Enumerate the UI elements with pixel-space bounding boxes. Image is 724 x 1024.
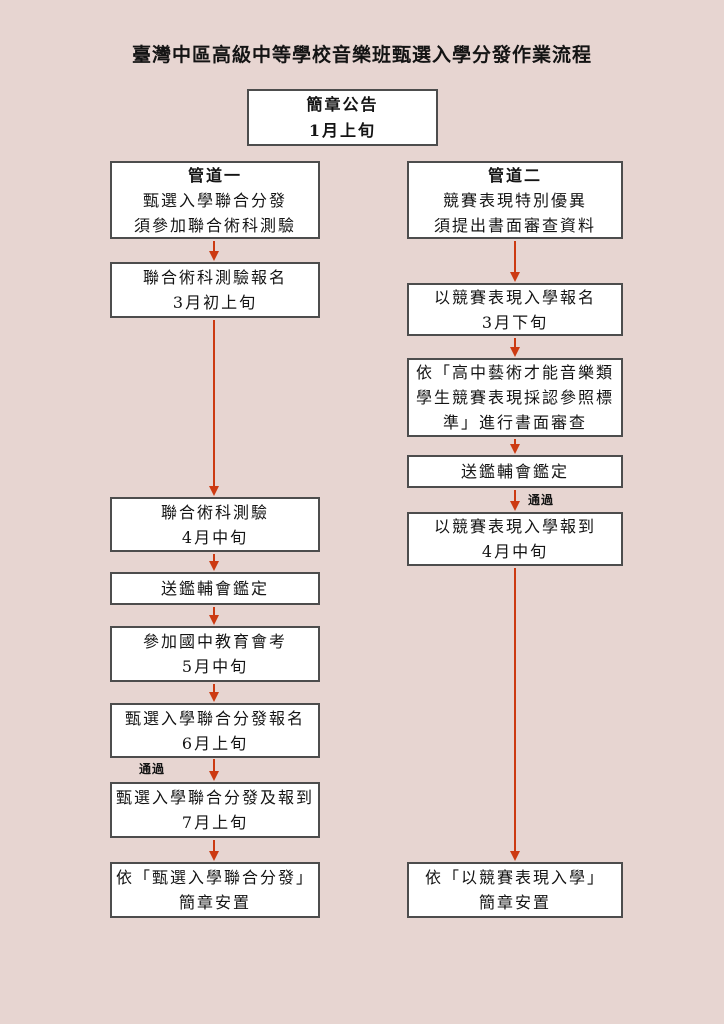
flow-node-competition-registration: 以競賽表現入學報名 3月下旬 bbox=[407, 283, 623, 336]
node-line: 以競賽表現入學報名 bbox=[433, 287, 596, 307]
flow-node-document-review: 依「高中藝術才能音樂類 學生競賽表現採認參照標 準」進行書面審查 bbox=[407, 358, 623, 437]
node-line: 3月初上旬 bbox=[172, 293, 258, 312]
node-line: 競賽表現特別優異 bbox=[442, 190, 587, 210]
flow-node-joint-placement-registration: 甄選入學聯合分發報名 6月上旬 bbox=[110, 703, 320, 758]
node-line: 7月上旬 bbox=[181, 813, 249, 832]
node-line: 6月上旬 bbox=[181, 733, 249, 753]
node-line: 3月下旬 bbox=[481, 312, 549, 332]
arrow-down-icon bbox=[509, 439, 520, 454]
node-line: 甄選入學聯合分發報名 bbox=[124, 708, 305, 728]
flow-node-committee-review-right: 送鑑輔會鑑定 bbox=[407, 455, 623, 488]
arrow-down-icon bbox=[208, 554, 219, 571]
arrow-down-icon bbox=[208, 759, 219, 781]
arrow-down-icon bbox=[208, 684, 219, 702]
node-line: 甄選入學聯合分發 bbox=[142, 190, 287, 210]
flow-node-junior-high-exam: 參加國中教育會考 5月中旬 bbox=[110, 626, 320, 682]
node-line: 5月中旬 bbox=[181, 657, 249, 676]
arrow-down-icon bbox=[208, 241, 219, 261]
node-line: 以競賽表現入學報到 bbox=[433, 517, 596, 536]
flow-node-announcement: 簡章公告 1月上旬 bbox=[247, 89, 438, 146]
flow-node-placement-per-guidelines-right: 依「以競賽表現入學」 簡章安置 bbox=[407, 862, 623, 918]
page-title: 臺灣中區高級中等學校音樂班甄選入學分發作業流程 bbox=[131, 44, 592, 66]
node-line: 送鑑輔會鑑定 bbox=[460, 462, 569, 481]
node-line: 須提出書面審查資料 bbox=[433, 215, 596, 235]
arrow-down-icon bbox=[208, 320, 219, 496]
pass-label: 通過 bbox=[528, 493, 555, 507]
node-line: 學生競賽表現採認參照標 bbox=[415, 388, 614, 407]
node-line: 簡章安置 bbox=[478, 893, 551, 912]
node-header: 管道一 bbox=[187, 165, 242, 185]
pass-label: 通過 bbox=[139, 762, 166, 776]
arrow-down-icon bbox=[509, 568, 520, 861]
node-line: 甄選入學聯合分發及報到 bbox=[115, 788, 314, 807]
arrow-down-icon bbox=[509, 490, 520, 511]
flow-node-channel2-header: 管道二 競賽表現特別優異 須提出書面審查資料 bbox=[407, 161, 623, 239]
node-line: 1月上旬 bbox=[308, 120, 377, 140]
node-line: 簡章公告 bbox=[306, 94, 379, 114]
flow-node-channel1-header: 管道一 甄選入學聯合分發 須參加聯合術科測驗 bbox=[110, 161, 320, 239]
node-line: 依「以競賽表現入學」 bbox=[424, 868, 605, 887]
arrow-down-icon bbox=[208, 607, 219, 625]
flow-node-joint-exam-registration: 聯合術科測驗報名 3月初上旬 bbox=[110, 262, 320, 318]
node-line: 參加國中教育會考 bbox=[142, 632, 287, 651]
flow-node-competition-checkin: 以競賽表現入學報到 4月中旬 bbox=[407, 512, 623, 566]
node-line: 依「高中藝術才能音樂類 bbox=[415, 363, 614, 382]
node-line: 4月中旬 bbox=[481, 542, 549, 561]
node-line: 送鑑輔會鑑定 bbox=[160, 579, 269, 598]
arrow-down-icon bbox=[509, 241, 520, 282]
node-line: 4月中旬 bbox=[181, 527, 249, 547]
node-line: 簡章安置 bbox=[178, 893, 251, 912]
node-line: 聯合術科測驗報名 bbox=[142, 268, 287, 287]
flow-node-joint-exam: 聯合術科測驗 4月中旬 bbox=[110, 497, 320, 552]
node-line: 須參加聯合術科測驗 bbox=[133, 215, 296, 235]
node-line: 依「甄選入學聯合分發」 bbox=[115, 868, 314, 887]
arrow-down-icon bbox=[509, 338, 520, 357]
flow-node-committee-review-left: 送鑑輔會鑑定 bbox=[110, 572, 320, 605]
node-header: 管道二 bbox=[487, 165, 542, 185]
flow-node-joint-placement-checkin: 甄選入學聯合分發及報到 7月上旬 bbox=[110, 782, 320, 838]
node-line: 聯合術科測驗 bbox=[160, 502, 269, 522]
arrow-down-icon bbox=[208, 840, 219, 861]
node-line: 準」進行書面審查 bbox=[442, 413, 587, 432]
flow-node-placement-per-guidelines-left: 依「甄選入學聯合分發」 簡章安置 bbox=[110, 862, 320, 918]
